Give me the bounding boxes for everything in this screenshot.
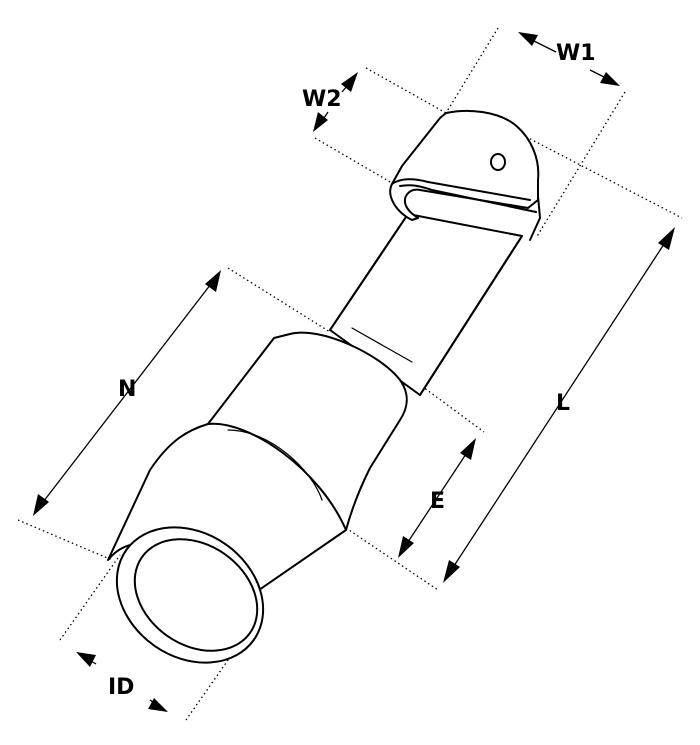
receptacle-head [389, 109, 540, 221]
dimension-labels: W1 W2 N L E ID [108, 41, 596, 700]
sleeve-opening-outer [115, 526, 265, 664]
label-e: E [430, 489, 445, 514]
sleeve-opening-inner [133, 538, 259, 652]
blade-emboss-line [351, 327, 413, 363]
label-w1: W1 [556, 41, 596, 66]
label-l: L [556, 391, 570, 416]
terminal-drawing [107, 109, 541, 664]
label-n: N [118, 377, 136, 402]
mounting-hole [490, 153, 506, 171]
dimension-arrows [33, 32, 675, 712]
label-id: ID [108, 675, 134, 700]
label-w2: W2 [302, 87, 342, 112]
